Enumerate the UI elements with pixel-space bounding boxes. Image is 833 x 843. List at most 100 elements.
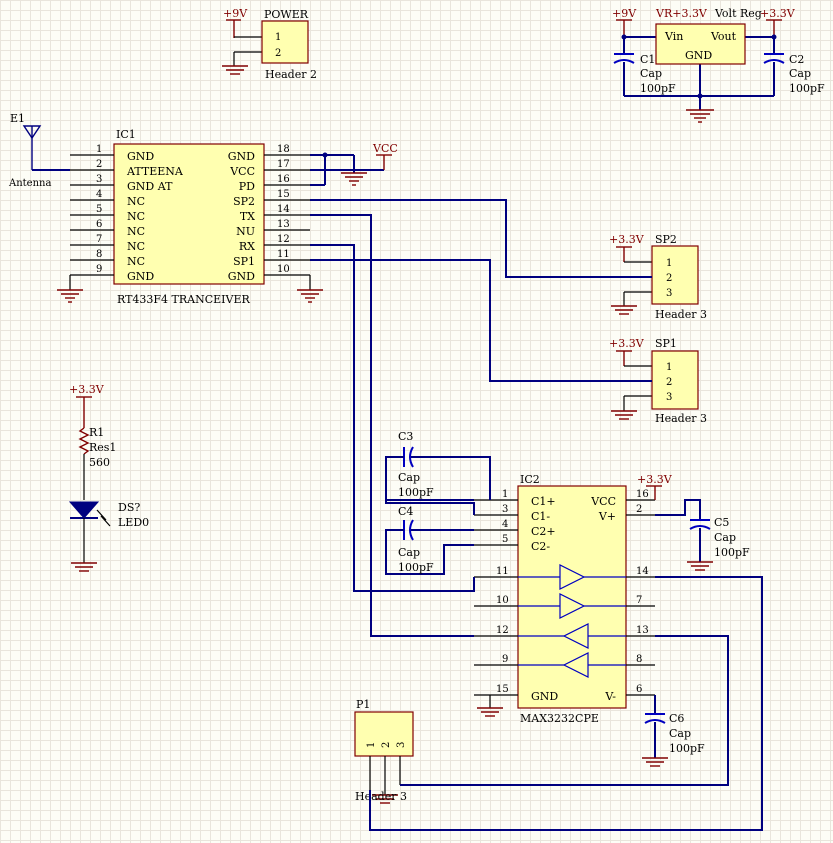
- ic1-pin-name: GND AT: [127, 180, 173, 193]
- led-indicator: +3.3V R1 Res1 560 DS? LED0: [68, 383, 149, 572]
- ic2-type: MAX3232CPE: [520, 712, 599, 725]
- ic2-pin-name: C2-: [531, 540, 550, 553]
- ic2-pin-num: 15: [496, 684, 509, 695]
- ic2-power-label: +3.3V: [637, 473, 673, 486]
- ic1-pin-name: NC: [127, 255, 145, 268]
- sp2-pin-1: 1: [666, 258, 672, 269]
- ic1-type: RT433F4 TRANCEIVER: [117, 293, 251, 306]
- ic1-pin-num: 13: [277, 219, 290, 230]
- c2-type: Cap: [789, 67, 811, 80]
- ic1-pin-num: 17: [277, 159, 290, 170]
- ic1-pin-num: 6: [96, 219, 102, 230]
- ic2-pin-num: 7: [636, 595, 642, 606]
- ic2-pin-num: 16: [636, 489, 649, 500]
- c5-value: 100pF: [714, 546, 750, 559]
- sp1-power-label: +3.3V: [609, 337, 645, 350]
- sp2-power-label: +3.3V: [609, 233, 645, 246]
- ic2-pin-num: 5: [502, 534, 508, 545]
- p1-pin-3: 3: [396, 742, 407, 748]
- ic1-pin-name: GND: [228, 150, 255, 163]
- c5-type: Cap: [714, 531, 736, 544]
- sp1-pin-1: 1: [666, 362, 672, 373]
- ic1-pin-num: 9: [96, 264, 102, 275]
- voltage-regulator: +9V VR+3.3V Volt Reg +3.3V Vin Vout GND …: [612, 7, 825, 123]
- reg-output-label: +3.3V: [760, 7, 796, 20]
- sp2-type: Header 3: [655, 308, 707, 321]
- ic1-pin-num: 18: [277, 144, 290, 155]
- sp1-header: +3.3V SP1 1 2 3 Header 3: [609, 337, 707, 425]
- ic1-pin-name: GND: [228, 270, 255, 283]
- ic1-pin-num: 15: [277, 189, 290, 200]
- ic1-pin-name: SP1: [233, 255, 255, 268]
- ic1-pin-name: NU: [236, 225, 255, 238]
- sp1-ref: SP1: [655, 337, 677, 350]
- ic2-pin-num: 2: [636, 504, 642, 515]
- c3-ref: C3: [398, 430, 413, 443]
- ic2-pin-name: C1+: [531, 495, 556, 508]
- ic1-pin-num: 11: [277, 249, 290, 260]
- sp1-pin-2: 2: [666, 377, 672, 388]
- p1-header: P1 1 2 3 Header 3: [354, 698, 414, 804]
- ic2-pin-num: 9: [502, 654, 508, 665]
- ic1-pin-num: 14: [277, 204, 290, 215]
- r1-ref: R1: [89, 426, 104, 439]
- ic2-pin-num: 3: [502, 504, 508, 515]
- ic1-pin-name: VCC: [229, 165, 255, 178]
- r1-value: 560: [89, 456, 110, 469]
- c4-type: Cap: [398, 546, 420, 559]
- ic1-pin-name: SP2: [233, 195, 255, 208]
- capacitor-c4: C4 Cap 100pF: [385, 505, 474, 575]
- c1-value: 100pF: [640, 82, 676, 95]
- sp2-ref: SP2: [655, 233, 677, 246]
- ic1-pin-num: 10: [277, 264, 290, 275]
- c6-ref: C6: [669, 712, 684, 725]
- reg-9v-label: +9V: [612, 7, 637, 20]
- ic1-pin-name: GND: [127, 270, 154, 283]
- c6-value: 100pF: [669, 742, 705, 755]
- ic1-pin-num: 7: [96, 234, 102, 245]
- c2-ref: C2: [789, 53, 804, 66]
- power-header-type: Header 2: [265, 68, 317, 81]
- ic1-pin-name: NC: [127, 240, 145, 253]
- ic1-pin-num: 8: [96, 249, 102, 260]
- c4-value: 100pF: [398, 561, 434, 574]
- ic2-pin-num: 8: [636, 654, 642, 665]
- vcc-label: VCC: [372, 142, 398, 155]
- c3-value: 100pF: [398, 486, 434, 499]
- sp2-header: +3.3V SP2 1 2 3 Header 3: [609, 233, 707, 321]
- ic1-transceiver: IC1 RT433F4 TRANCEIVER 1 2 3 4 5 6 7 8 9…: [57, 128, 398, 306]
- ic1-pin-name: PD: [239, 180, 255, 193]
- capacitor-c5: C5 Cap 100pF: [655, 499, 750, 571]
- ic2-pin-name: V+: [598, 510, 616, 523]
- power-header: +9V POWER 1 2 Header 2: [222, 7, 317, 81]
- power-header-ref: POWER: [264, 8, 309, 21]
- ic1-pin-num: 5: [96, 204, 102, 215]
- ic2-pin-num: 13: [636, 625, 649, 636]
- capacitor-c6: C6 Cap 100pF: [642, 695, 705, 767]
- ic2-pin-num: 10: [496, 595, 509, 606]
- ic1-pin-name: NC: [127, 195, 145, 208]
- ic2-pin-name: VCC: [590, 495, 616, 508]
- sp2-pin-2: 2: [666, 273, 672, 284]
- led-type: LED0: [118, 516, 149, 529]
- ic1-pin-num: 16: [277, 174, 290, 185]
- reg-gnd-pin: GND: [685, 49, 712, 62]
- capacitor-c3: C3 Cap 100pF: [385, 430, 491, 515]
- c4-ref: C4: [398, 505, 413, 518]
- antenna-label: Antenna: [8, 178, 51, 189]
- p1-pin-1: 1: [366, 742, 377, 748]
- p1-type: Header 3: [355, 790, 407, 803]
- ic2-pin-num: 4: [502, 519, 508, 530]
- ic1-pin-name: NC: [127, 210, 145, 223]
- c5-ref: C5: [714, 516, 729, 529]
- antenna-ref: E1: [10, 112, 25, 125]
- antenna: E1 Antenna: [8, 112, 70, 189]
- ic2-pin-num: 1: [502, 489, 508, 500]
- ic1-pin-name: GND: [127, 150, 154, 163]
- c1-ref: C1: [640, 53, 655, 66]
- r1-type: Res1: [89, 441, 116, 454]
- ic2-ref: IC2: [520, 473, 540, 486]
- ic2-pin-num: 11: [496, 566, 509, 577]
- p1-ref: P1: [356, 698, 370, 711]
